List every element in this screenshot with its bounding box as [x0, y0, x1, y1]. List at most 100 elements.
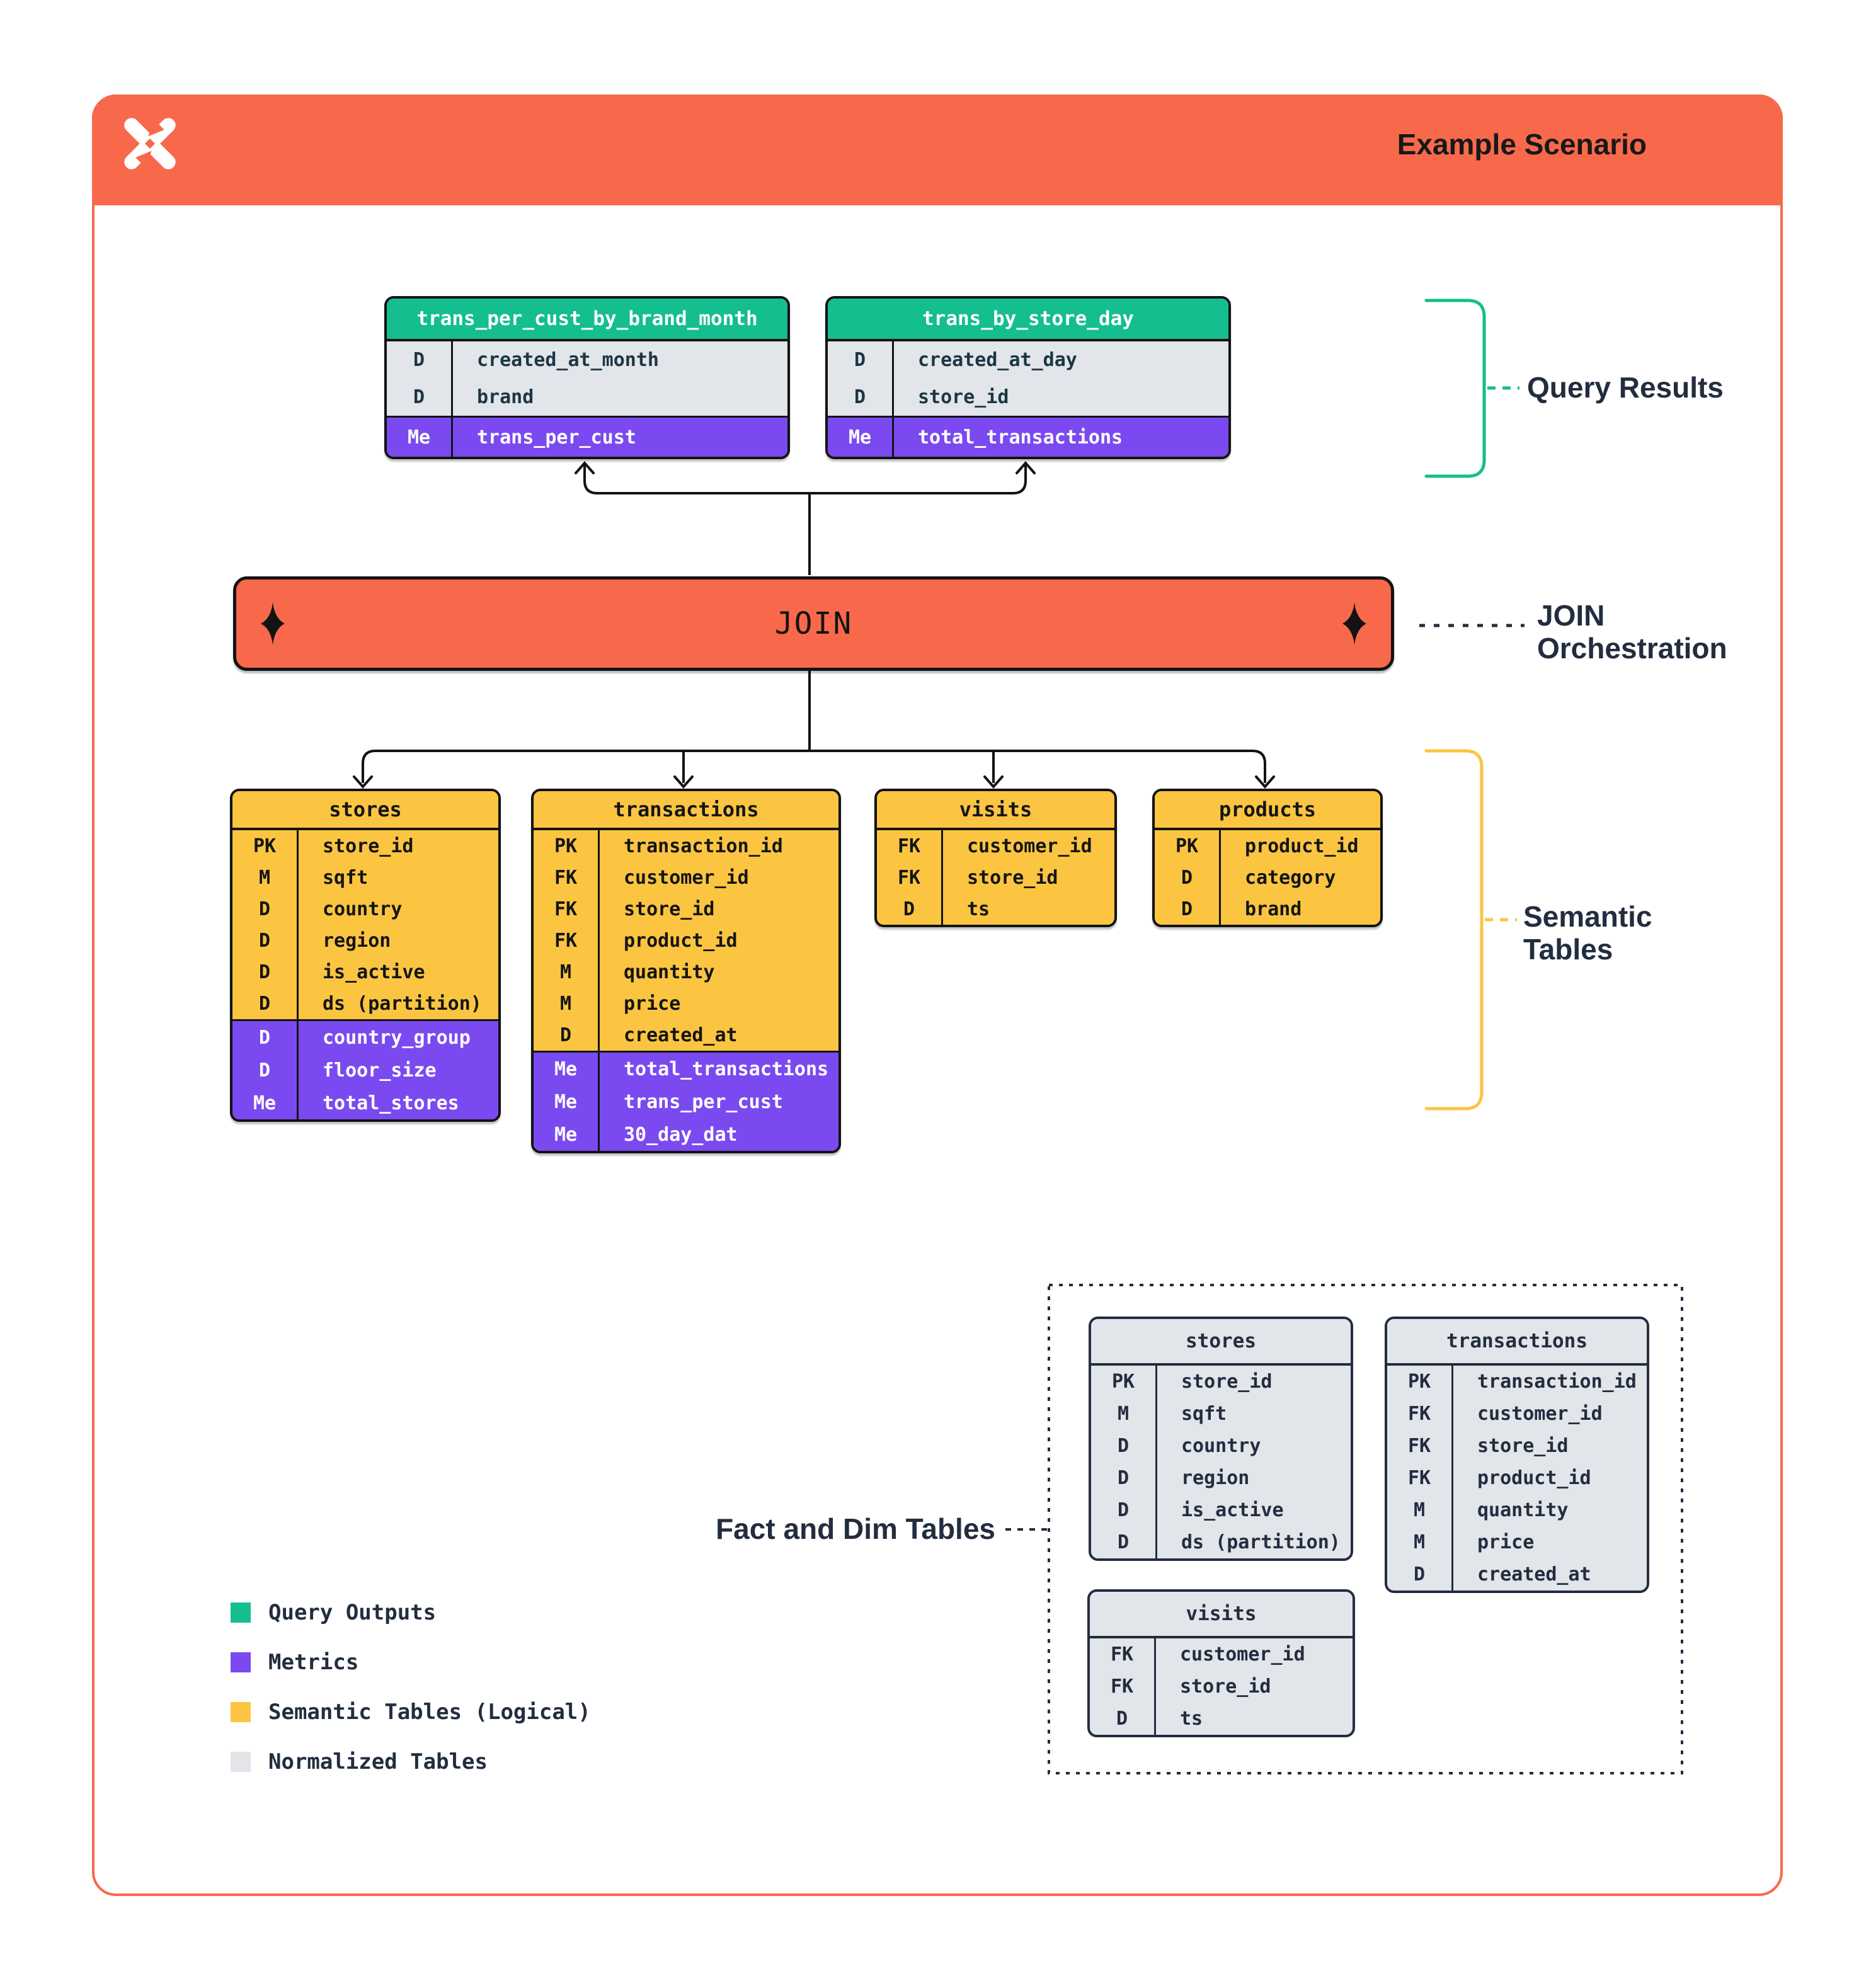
row-field: quantity: [624, 961, 715, 983]
legend-label: Query Outputs: [268, 1600, 437, 1625]
row-key: M: [534, 956, 600, 988]
row-key: D: [232, 988, 299, 1019]
normalized-tables-swatch-icon: [231, 1752, 251, 1772]
row-key: M: [1091, 1398, 1157, 1430]
row-key: D: [1091, 1430, 1157, 1462]
row-key: PK: [1387, 1366, 1453, 1398]
row-field: trans_per_cust: [477, 426, 636, 448]
row-field: 30_day_dat: [624, 1123, 738, 1146]
row-field: category: [1245, 866, 1336, 889]
row-field: region: [1181, 1467, 1250, 1489]
row-key: FK: [534, 862, 600, 893]
row-field: store_id: [1180, 1676, 1271, 1698]
row-key: FK: [1387, 1462, 1453, 1494]
row-key: D: [232, 893, 299, 925]
legend-item-metrics: Metrics: [231, 1650, 591, 1675]
row-field: total_stores: [323, 1092, 459, 1114]
row-key: D: [828, 379, 894, 416]
row-key: FK: [534, 925, 600, 956]
row-key: FK: [1387, 1430, 1453, 1462]
table-title: trans_by_store_day: [828, 299, 1228, 341]
row-field: customer_id: [1180, 1643, 1305, 1665]
row-field: is_active: [1181, 1499, 1284, 1521]
label-join-orchestration: JOIN Orchestration: [1537, 599, 1727, 665]
row-key: D: [877, 893, 943, 925]
row-field: brand: [477, 386, 534, 408]
row-key: FK: [1090, 1671, 1156, 1703]
row-field: created_at: [624, 1024, 738, 1046]
row-field: price: [1477, 1531, 1535, 1553]
row-field: transaction_id: [624, 835, 783, 857]
page-title: Example Scenario: [1397, 128, 1647, 161]
row-field: store_id: [624, 898, 715, 920]
row-field: trans_per_cust: [624, 1090, 783, 1113]
table-title: visits: [1090, 1592, 1353, 1638]
query-outputs-swatch-icon: [231, 1602, 251, 1623]
label-fact-and-dim-tables: Fact and Dim Tables: [716, 1512, 995, 1545]
row-field: total_transactions: [624, 1058, 829, 1080]
legend-label: Normalized Tables: [268, 1749, 488, 1774]
legend-label: Metrics: [268, 1650, 359, 1675]
table-title: transactions: [534, 791, 838, 830]
table-title: products: [1155, 791, 1380, 830]
row-field: created_at_month: [477, 349, 659, 371]
row-field: ts: [967, 898, 990, 920]
row-key: D: [1155, 862, 1221, 893]
label-semantic-tables: Semantic Tables: [1523, 900, 1652, 966]
table-title: stores: [1091, 1319, 1351, 1366]
row-field: product_id: [624, 929, 738, 952]
row-field: is_active: [323, 961, 425, 983]
row-key: PK: [1091, 1366, 1157, 1398]
row-field: product_id: [1477, 1467, 1591, 1489]
row-key: D: [387, 379, 453, 416]
row-field: ds (partition): [1181, 1531, 1341, 1553]
row-field: customer_id: [1477, 1403, 1603, 1425]
row-field: country: [1181, 1435, 1261, 1457]
row-field: sqft: [323, 866, 369, 889]
row-key: Me: [232, 1087, 299, 1119]
row-field: store_id: [1181, 1371, 1273, 1393]
row-key: Me: [534, 1053, 600, 1085]
row-key: D: [387, 341, 453, 379]
table-row: Me trans_per_cust: [534, 1085, 838, 1118]
legend-label: Semantic Tables (Logical): [268, 1700, 591, 1725]
card-header: Example Scenario: [92, 94, 1783, 205]
row-key: D: [534, 1019, 600, 1051]
row-key: D: [232, 1054, 299, 1087]
row-field: created_at_day: [918, 349, 1077, 371]
row-field: total_transactions: [918, 426, 1123, 448]
row-key: Me: [534, 1085, 600, 1118]
row-field: customer_id: [624, 866, 749, 889]
row-key: D: [232, 925, 299, 956]
